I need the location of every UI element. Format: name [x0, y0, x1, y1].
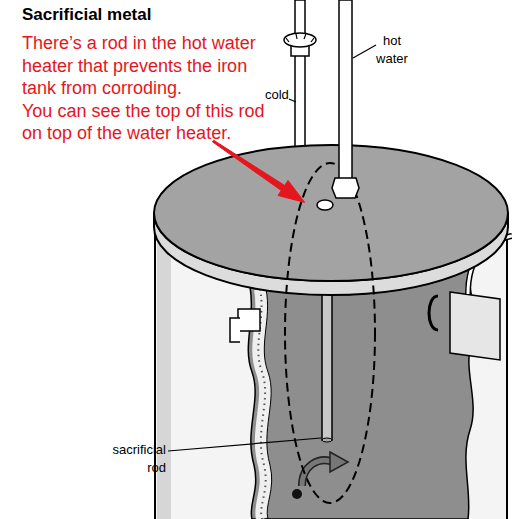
dashed-outline [285, 163, 375, 503]
valve-handle [284, 33, 316, 47]
lid-top [154, 145, 508, 281]
rod-top [317, 200, 333, 210]
hot-pipe [339, 0, 352, 180]
leader-line [168, 438, 321, 451]
leader-line [289, 99, 296, 102]
valve-notches [286, 34, 314, 42]
diagram-title: Sacrificial metal [22, 5, 151, 25]
pointer-arrow [212, 140, 304, 202]
callout-note: You can see the top of this rod on top o… [22, 100, 276, 145]
cover-bracket [429, 296, 438, 330]
flow-arrow-head [330, 452, 348, 472]
pipe-fitting [332, 178, 359, 198]
tank-wall [264, 289, 271, 519]
pipe-label: hot water [372, 32, 412, 68]
drain-valve [238, 309, 260, 331]
rod-end [322, 438, 332, 442]
callout-note: There’s a rod in the hot water heater th… [22, 32, 276, 100]
inlet-dot [292, 489, 302, 499]
drain-spout [230, 318, 240, 342]
tank-cutaway [248, 269, 474, 519]
flow-arrow-outline [302, 460, 334, 486]
leader-line [353, 45, 376, 58]
access-panel [450, 292, 500, 360]
flow-arrow [302, 460, 334, 486]
part-label: sacrificial rod [96, 441, 166, 477]
cold-pipe [295, 0, 305, 152]
pipe-label: cold [265, 87, 289, 103]
